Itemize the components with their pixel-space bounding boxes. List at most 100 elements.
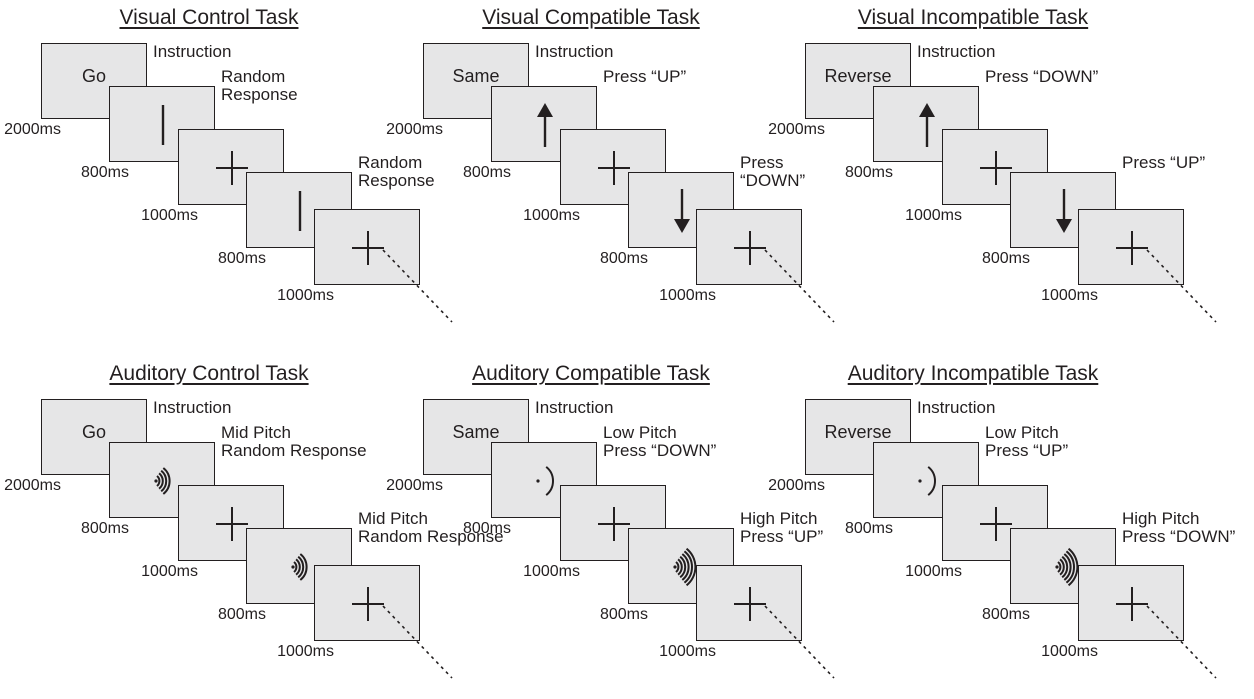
sound-wave-icon: [1055, 547, 1079, 587]
frame-label-line: Mid Pitch: [221, 423, 291, 442]
duration-label: 1000ms: [905, 207, 962, 224]
stimulus-frame: [942, 129, 1048, 205]
frame-label-line: Instruction: [917, 42, 996, 61]
frame-label-line: Press “UP”: [1122, 153, 1206, 172]
frame-label-line: High Pitch: [740, 509, 818, 528]
arrow-up-icon: [919, 103, 935, 147]
duration-label: 2000ms: [768, 477, 825, 494]
frame-label: Press “DOWN”: [985, 68, 1098, 86]
fixation-cross-icon: [734, 587, 766, 621]
arrow-down-icon: [674, 189, 690, 233]
panel-title: Auditory Incompatible Task: [847, 362, 1099, 385]
arrow-down-icon: [1056, 189, 1072, 233]
frame-label-line: Mid Pitch: [358, 509, 428, 528]
duration-label: 1000ms: [523, 563, 580, 580]
duration-label: 1000ms: [1041, 643, 1098, 660]
fixation-cross-icon: [980, 507, 1012, 541]
stimulus-frame: [491, 86, 597, 162]
fixation-cross-icon: [598, 507, 630, 541]
instruction-word: Same: [452, 66, 500, 86]
fixation-cross-icon: [1116, 587, 1148, 621]
duration-label: 800ms: [844, 164, 893, 181]
frame-label-line: Instruction: [535, 42, 614, 61]
vertical-bar-icon: [298, 191, 302, 231]
frame-label-line: “DOWN”: [740, 171, 806, 190]
panel-title: Auditory Control Task: [109, 362, 309, 385]
duration-label: 800ms: [599, 250, 648, 267]
frame-label-line: Instruction: [153, 398, 232, 417]
instruction-word: Same: [452, 422, 500, 442]
frame-label-line: Random Response: [358, 527, 504, 546]
frame-label-line: Press “DOWN”: [603, 441, 717, 460]
frame-label-line: Response: [358, 171, 435, 190]
sound-wave-icon: [673, 547, 697, 587]
fixation-cross-icon: [352, 231, 384, 265]
panel-title: Visual Incompatible Task: [857, 6, 1089, 29]
instruction-word: Reverse: [824, 66, 892, 86]
frame-label: Instruction: [917, 43, 995, 61]
duration-label: 1000ms: [277, 287, 334, 304]
frame-label-line: Low Pitch: [985, 423, 1059, 442]
fixation-cross-icon: [734, 231, 766, 265]
stimulus-frame: [109, 442, 215, 518]
duration-label: 1000ms: [659, 643, 716, 660]
duration-label: 800ms: [217, 606, 266, 623]
frame-label-line: Press “DOWN”: [985, 67, 1099, 86]
instruction-word: Go: [81, 422, 106, 442]
duration-label: 1000ms: [277, 643, 334, 660]
instruction-word: Go: [81, 66, 106, 86]
duration-label: 1000ms: [141, 207, 198, 224]
frame-label-line: Press “UP”: [603, 67, 687, 86]
frame-label-line: Press: [740, 153, 784, 172]
sound-wave-icon: [154, 467, 171, 495]
frame-label: Instruction: [535, 43, 613, 61]
duration-label: 800ms: [981, 606, 1030, 623]
frame-label: Press “UP”: [1122, 154, 1205, 172]
duration-label: 2000ms: [386, 121, 443, 138]
frame-label: Instruction: [535, 399, 613, 417]
fixation-cross-icon: [216, 151, 248, 185]
duration-label: 800ms: [981, 250, 1030, 267]
frame-label-line: Instruction: [917, 398, 996, 417]
frame-label-line: Press “UP”: [985, 441, 1069, 460]
duration-label: 1000ms: [1041, 287, 1098, 304]
duration-label: 1000ms: [523, 207, 580, 224]
sound-wave-icon: [918, 466, 936, 496]
stimulus-frame: [696, 565, 802, 641]
panel-title: Visual Compatible Task: [482, 6, 700, 29]
fixation-cross-icon: [1116, 231, 1148, 265]
sound-wave-icon: [291, 553, 308, 581]
stimulus-frame: [1078, 209, 1184, 285]
fixation-cross-icon: [352, 587, 384, 621]
duration-label: 1000ms: [141, 563, 198, 580]
duration-label: 800ms: [217, 250, 266, 267]
stimulus-frame: Reverse: [805, 399, 911, 475]
frame-label-line: Random Response: [221, 441, 367, 460]
arrow-up-icon: [537, 103, 553, 147]
frame-label: Instruction: [153, 43, 231, 61]
vertical-bar-icon: [161, 105, 165, 145]
frame-label: Instruction: [153, 399, 231, 417]
frame-label-line: Instruction: [153, 42, 232, 61]
duration-label: 1000ms: [659, 287, 716, 304]
frame-label-line: Press “UP”: [740, 527, 824, 546]
duration-label: 800ms: [599, 606, 648, 623]
panel-title: Auditory Compatible Task: [472, 362, 710, 385]
instruction-word: Reverse: [824, 422, 892, 442]
frame-label-line: Random: [358, 153, 423, 172]
duration-label: 800ms: [462, 164, 511, 181]
duration-label: 800ms: [80, 520, 129, 537]
frame-label-line: High Pitch: [1122, 509, 1200, 528]
frame-label-line: Instruction: [535, 398, 614, 417]
